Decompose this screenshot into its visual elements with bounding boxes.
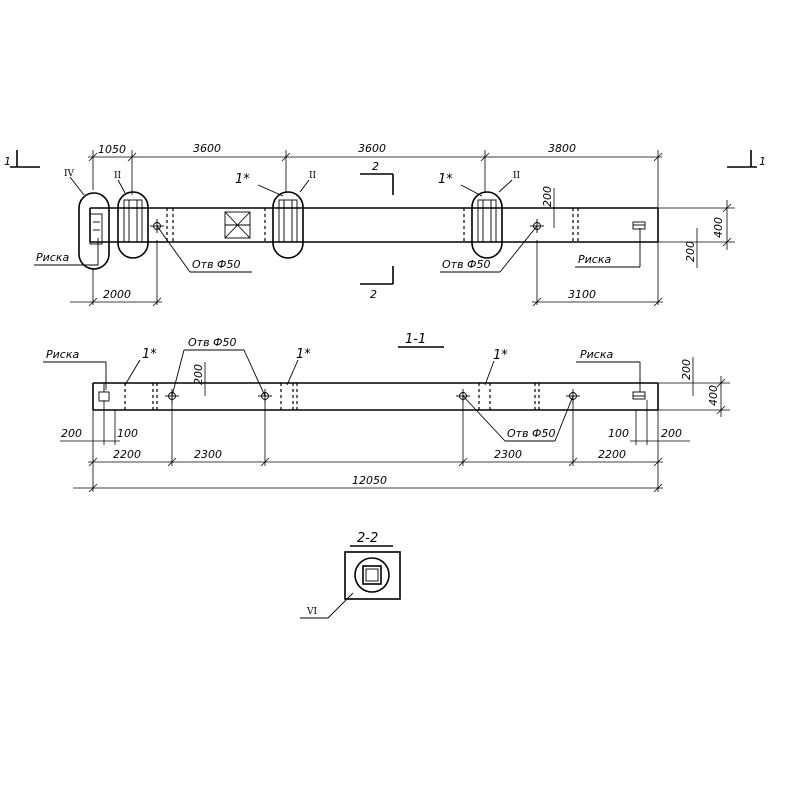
s11-total-dim: 12050 (73, 474, 663, 493)
hole-b-label: Отв Ф50 (442, 258, 491, 271)
section-mark-left: 1 (4, 150, 40, 168)
dim-400-label: 400 (712, 217, 725, 238)
dim-3100-label: 3100 (568, 288, 596, 301)
section-2-2: 2-2 VI (300, 531, 401, 619)
s11-node-1star-a: 1* (124, 347, 157, 386)
dim-2000-label: 2000 (103, 288, 131, 301)
s11-hole-a: Отв Ф50 200 (171, 336, 266, 397)
s11-node-1star-c: 1* (484, 348, 508, 386)
s11-dim-200-l: 200 (61, 427, 82, 440)
beam-plan (89, 207, 659, 243)
dim-2000: 2000 (70, 240, 162, 307)
section-mark-left-label: 1 (4, 155, 11, 168)
s11-dim-200-v-label: 200 (192, 364, 205, 385)
s11-right-vertical-dims: 400 200 (658, 357, 730, 417)
s11-dim-100-l: 100 (117, 427, 138, 440)
s11-dim-200-right-v-label: 200 (680, 359, 693, 380)
s11-dim-2200-r: 2200 (598, 448, 626, 461)
ricka-left: Риска (34, 238, 99, 266)
callout-ii-b: II 1* (235, 171, 317, 259)
mark-2-top-label: 2 (372, 160, 379, 173)
dim-1050: 1050 (98, 143, 126, 156)
node-1star-a-label: 1* (235, 172, 250, 187)
section-mark-2-top: 2 (360, 160, 394, 195)
dim-200-right-label: 200 (684, 241, 697, 262)
s11-dim-2300-r: 2300 (494, 448, 522, 461)
s11-dim-200-r: 200 (661, 427, 682, 440)
s11-node-1star-b: 1* (286, 347, 311, 386)
section-1-1: 1-1 (43, 332, 730, 493)
node-vi-label: VI (306, 607, 317, 617)
top-view: 1 1 1050 3600 3600 3800 (4, 142, 766, 307)
s11-end-dims: 200 100 100 200 (60, 400, 690, 492)
dim-400-right: 400 200 (658, 200, 735, 268)
s11-dim-400-label: 400 (707, 385, 720, 406)
mark-2-bottom-label: 2 (370, 288, 377, 301)
node-iv-label: IV (64, 169, 75, 179)
callout-ii-a: II (114, 171, 149, 259)
node-ii-a-label: II (114, 171, 122, 181)
section-mark-right: 1 (727, 150, 766, 168)
node-ii-c-label: II (513, 171, 521, 181)
top-dimension-chain: 1050 3600 3600 3800 (88, 142, 663, 305)
dim-3600-b: 3600 (358, 142, 386, 155)
s11-dim-2300-l: 2300 (194, 448, 222, 461)
ricka-right-label: Риска (578, 253, 611, 266)
s11-dim-total: 12050 (352, 474, 387, 487)
s11-hole-b-label: Отв Ф50 (507, 427, 556, 440)
callout-ii-c: II 1* (438, 171, 521, 259)
s11-dim-2200-l: 2200 (113, 448, 141, 461)
beam-elevation (92, 382, 659, 411)
callout-iv: IV (64, 169, 110, 270)
ricka-left-label: Риска (36, 251, 69, 264)
dim-200-top-label: 200 (541, 186, 554, 207)
hole-leader-b: Отв Ф50 (440, 225, 538, 273)
hole-leader-a: Отв Ф50 (156, 225, 252, 273)
dim-3800: 3800 (548, 142, 576, 155)
s11-1star-a-label: 1* (142, 347, 157, 362)
s11-ricka-left: Риска (43, 348, 107, 390)
s11-hole-b: Отв Ф50 (462, 395, 574, 442)
section-mark-right-label: 1 (759, 155, 766, 168)
dim-3100: 3100 (532, 240, 663, 307)
s11-ricka-right-label: Риска (580, 348, 613, 361)
s11-ricka-left-label: Риска (46, 348, 79, 361)
section-mark-2-bottom: 2 (360, 266, 394, 301)
s11-ricka-right: Риска (576, 348, 641, 392)
hole-a-label: Отв Ф50 (192, 258, 241, 271)
dim-3600-a: 3600 (193, 142, 221, 155)
ricka-right: Риска (575, 228, 641, 268)
s11-chain-dims: 2200 2300 2300 2200 (88, 400, 663, 467)
section-2-2-title: 2-2 (357, 531, 378, 546)
s11-1star-c-label: 1* (493, 348, 508, 363)
node-ii-b-label: II (309, 171, 317, 181)
s11-hole-a-label: Отв Ф50 (188, 336, 237, 349)
dim-200-top: 200 (541, 186, 555, 228)
node-1star-b-label: 1* (438, 172, 453, 187)
s11-1star-b-label: 1* (296, 347, 311, 362)
s11-dim-100-r: 100 (608, 427, 629, 440)
section-1-1-title: 1-1 (405, 332, 426, 347)
